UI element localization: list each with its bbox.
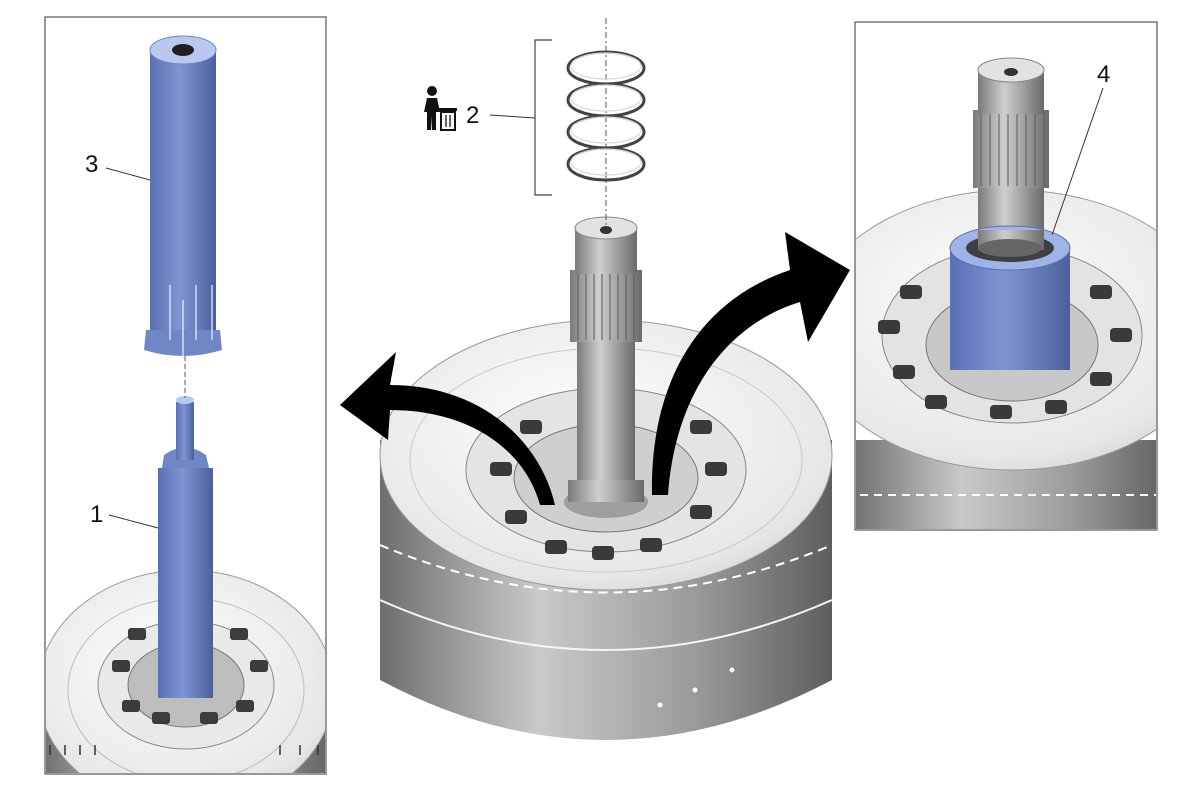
rings-bracket — [534, 39, 552, 196]
arrow-left — [340, 352, 555, 505]
left-detail-panel: 3 1 — [44, 16, 327, 775]
callout-2-leader — [489, 114, 536, 119]
right-detail-panel: 4 — [854, 21, 1158, 531]
arrow-right — [651, 232, 850, 495]
center-assembly: 2 — [340, 18, 850, 740]
callout-4: 4 — [1097, 61, 1110, 88]
callout-3: 3 — [85, 151, 98, 178]
callout-4-leader — [1051, 87, 1104, 236]
callout-3-leader — [105, 167, 151, 181]
center-shaft — [564, 18, 648, 518]
sleeve-4 — [949, 225, 1071, 370]
seal-rings-2 — [566, 50, 646, 182]
tool-3-installer-sleeve — [144, 35, 222, 358]
callout-1: 1 — [90, 501, 103, 528]
tool-1-guide-sleeve — [158, 356, 213, 698]
callout-2: 2 — [466, 102, 479, 129]
seal-rings-highlight — [570, 52, 642, 176]
callout-1-leader — [108, 514, 159, 529]
discard-person-trash-icon — [424, 86, 457, 131]
